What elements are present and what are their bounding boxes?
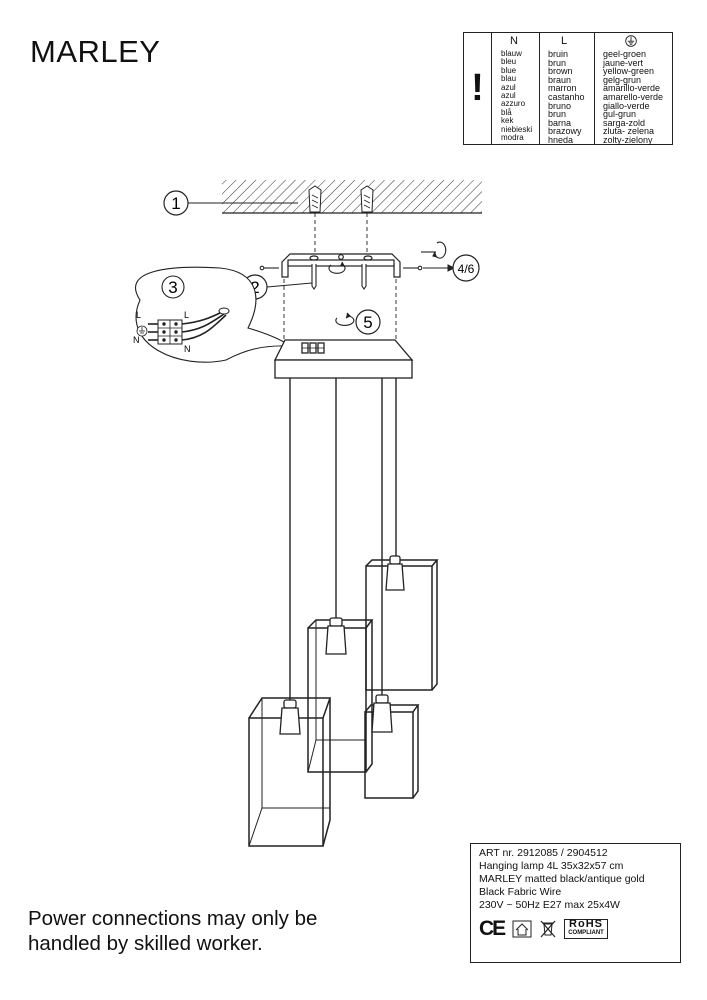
- list-item: kek: [501, 116, 514, 126]
- step-3-label: 3: [168, 278, 177, 297]
- terminal-n-left: N: [133, 335, 140, 345]
- lamp-shades: [248, 559, 439, 847]
- list-item: azzuro: [501, 99, 526, 109]
- spec-finish: MARLEY matted black/antique gold: [479, 873, 645, 885]
- product-spec-label: ART nr. 2912085 / 2904512 Hanging lamp 4…: [470, 843, 681, 963]
- rohs-badge: RoHS COMPLIANT: [564, 919, 608, 939]
- list-item: giallo-verde: [603, 100, 650, 111]
- list-item: bleu: [501, 57, 517, 67]
- ce-mark-icon: CE: [479, 917, 506, 940]
- step-5-marker: 5: [355, 309, 381, 335]
- rotate-arrow-icon: [328, 241, 447, 326]
- list-item: gelg-grun: [603, 74, 642, 85]
- certification-marks: CE RoHS COMPLIANT: [479, 917, 672, 941]
- list-item: brown: [548, 66, 573, 77]
- rohs-subtitle: COMPLIANT: [568, 930, 604, 936]
- list-item: sarga-zold: [603, 117, 646, 128]
- warning-exclamation-icon: !: [464, 33, 492, 144]
- list-item: niebieski: [501, 124, 533, 134]
- list-item: geel-groen: [603, 49, 647, 59]
- step-1-marker: 1: [163, 190, 189, 216]
- safety-note-line: Power connections may only be: [28, 907, 318, 930]
- neutral-header: N: [510, 35, 518, 47]
- bracket-screw-icon: [259, 264, 423, 290]
- list-item: blue: [501, 65, 517, 75]
- live-list: bruin brun brown braun marron castanho b…: [548, 50, 594, 145]
- list-item: brazowy: [548, 126, 582, 137]
- earth-ground-icon: [625, 35, 637, 47]
- earth-list: geel-groen jaune-vert yellow-green gelg-…: [603, 50, 672, 145]
- terminal-n-right: N: [184, 344, 191, 354]
- fabric-cables: [289, 378, 397, 700]
- spec-description: Hanging lamp 4L 35x32x57 cm: [479, 860, 624, 872]
- earth-ground-icon: [136, 325, 148, 337]
- earth-column: geel-groen jaune-vert yellow-green gelg-…: [595, 33, 672, 144]
- list-item: hneda: [548, 134, 574, 145]
- product-title: MARLEY: [30, 34, 161, 69]
- ceiling-canopy: [273, 339, 414, 379]
- safety-note-line: handled by skilled worker.: [28, 932, 263, 955]
- step-1-label: 1: [171, 194, 180, 213]
- neutral-list: blauw bleu blue blau azul azul azzuro bl…: [501, 49, 539, 143]
- list-item: azul: [501, 82, 516, 92]
- list-item: amarillo-verde: [603, 83, 661, 94]
- list-item: modra: [501, 133, 524, 143]
- list-item: braun: [548, 74, 572, 85]
- rohs-title: RoHS: [569, 918, 603, 930]
- list-item: azul: [501, 91, 516, 101]
- callout-leaders: [188, 202, 456, 288]
- list-item: jaune-vert: [603, 57, 644, 68]
- list-item: barna: [548, 117, 572, 128]
- list-item: yellow-green: [603, 66, 655, 77]
- wall-plug-icon: [308, 185, 374, 213]
- list-item: marron: [548, 83, 577, 94]
- list-item: castanho: [548, 91, 585, 102]
- list-item: zolty-zielony: [603, 134, 653, 145]
- neutral-column: N blauw bleu blue blau azul azul azzuro …: [492, 33, 540, 144]
- live-header: L: [561, 35, 568, 47]
- list-item: gul-grun: [603, 109, 637, 120]
- live-column: L bruin brun brown braun marron castanho…: [540, 33, 595, 144]
- indoor-use-icon: [512, 920, 532, 938]
- list-item: brun: [548, 57, 567, 68]
- list-item: brun: [548, 109, 567, 120]
- terminal-l-right: L: [184, 310, 189, 320]
- weee-bin-icon: [540, 920, 556, 938]
- spec-wire: Black Fabric Wire: [479, 886, 562, 898]
- spec-article-number: ART nr. 2912085 / 2904512: [479, 847, 608, 859]
- bulb-socket-icon: [279, 555, 405, 735]
- step-4-6-label: 4/6: [458, 262, 475, 276]
- list-item: bruin: [548, 49, 569, 59]
- list-item: blauw: [501, 49, 522, 58]
- ceiling: [222, 180, 482, 214]
- spec-electrical: 230V ~ 50Hz E27 max 25x4W: [479, 899, 620, 911]
- list-item: zluta- zelena: [603, 126, 655, 137]
- safety-note: Power connections may only be handled by…: [28, 906, 317, 956]
- list-item: bruno: [548, 100, 572, 111]
- mounting-bracket: [281, 253, 401, 278]
- terminal-l-left: L: [136, 310, 141, 320]
- wire-color-table: ! N blauw bleu blue blau azul azul azzur…: [463, 32, 673, 145]
- step-5-label: 5: [363, 313, 372, 332]
- wiring-detail-callout: 3 L L N N: [133, 266, 292, 363]
- list-item: blau: [501, 74, 517, 84]
- step-4-6-marker: 4/6: [452, 254, 480, 282]
- step-2-label: 2: [250, 278, 259, 297]
- list-item: amarello-verde: [603, 91, 664, 102]
- list-item: blå: [501, 107, 512, 117]
